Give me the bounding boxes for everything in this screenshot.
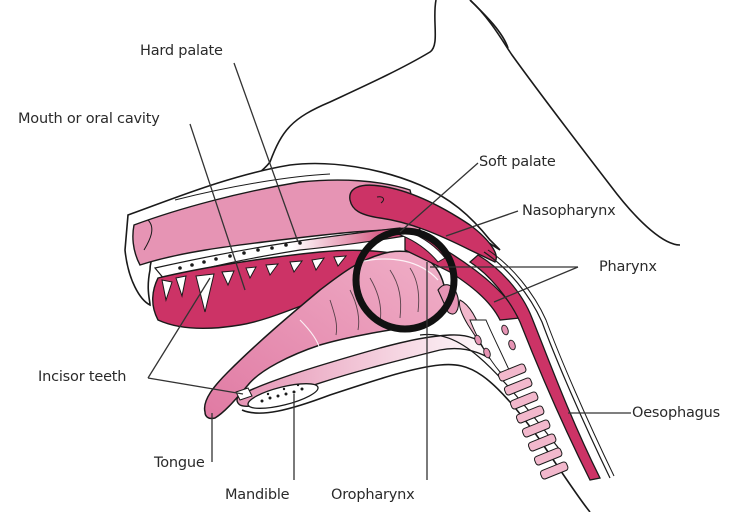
label-soft-palate: Soft palate <box>479 154 556 170</box>
label-tongue: Tongue <box>154 455 205 471</box>
mandible-bone <box>247 383 319 409</box>
highlight-circle <box>352 227 458 333</box>
oesophagus-tube <box>468 254 601 481</box>
chin-outline <box>241 363 591 512</box>
label-nasopharynx: Nasopharynx <box>522 203 616 219</box>
mandible-pores <box>260 383 304 403</box>
label-pharynx: Pharynx <box>599 259 657 275</box>
leader-lines <box>147 62 631 480</box>
tongue-muscle-lines <box>329 267 420 336</box>
label-mandible: Mandible <box>225 487 290 503</box>
label-oesophagus: Oesophagus <box>632 405 720 421</box>
label-hard-palate: Hard palate <box>140 43 223 59</box>
label-mouth-or-oral-cavity: Mouth or oral cavity <box>18 111 160 127</box>
label-oropharynx: Oropharynx <box>331 487 415 503</box>
palate-pores <box>178 241 302 270</box>
label-incisor-teeth: Incisor teeth <box>38 369 127 385</box>
trachea-rings <box>497 363 569 480</box>
teeth <box>161 255 348 313</box>
soft-palate-lobe <box>349 184 497 263</box>
larynx-cartilage <box>474 324 516 359</box>
